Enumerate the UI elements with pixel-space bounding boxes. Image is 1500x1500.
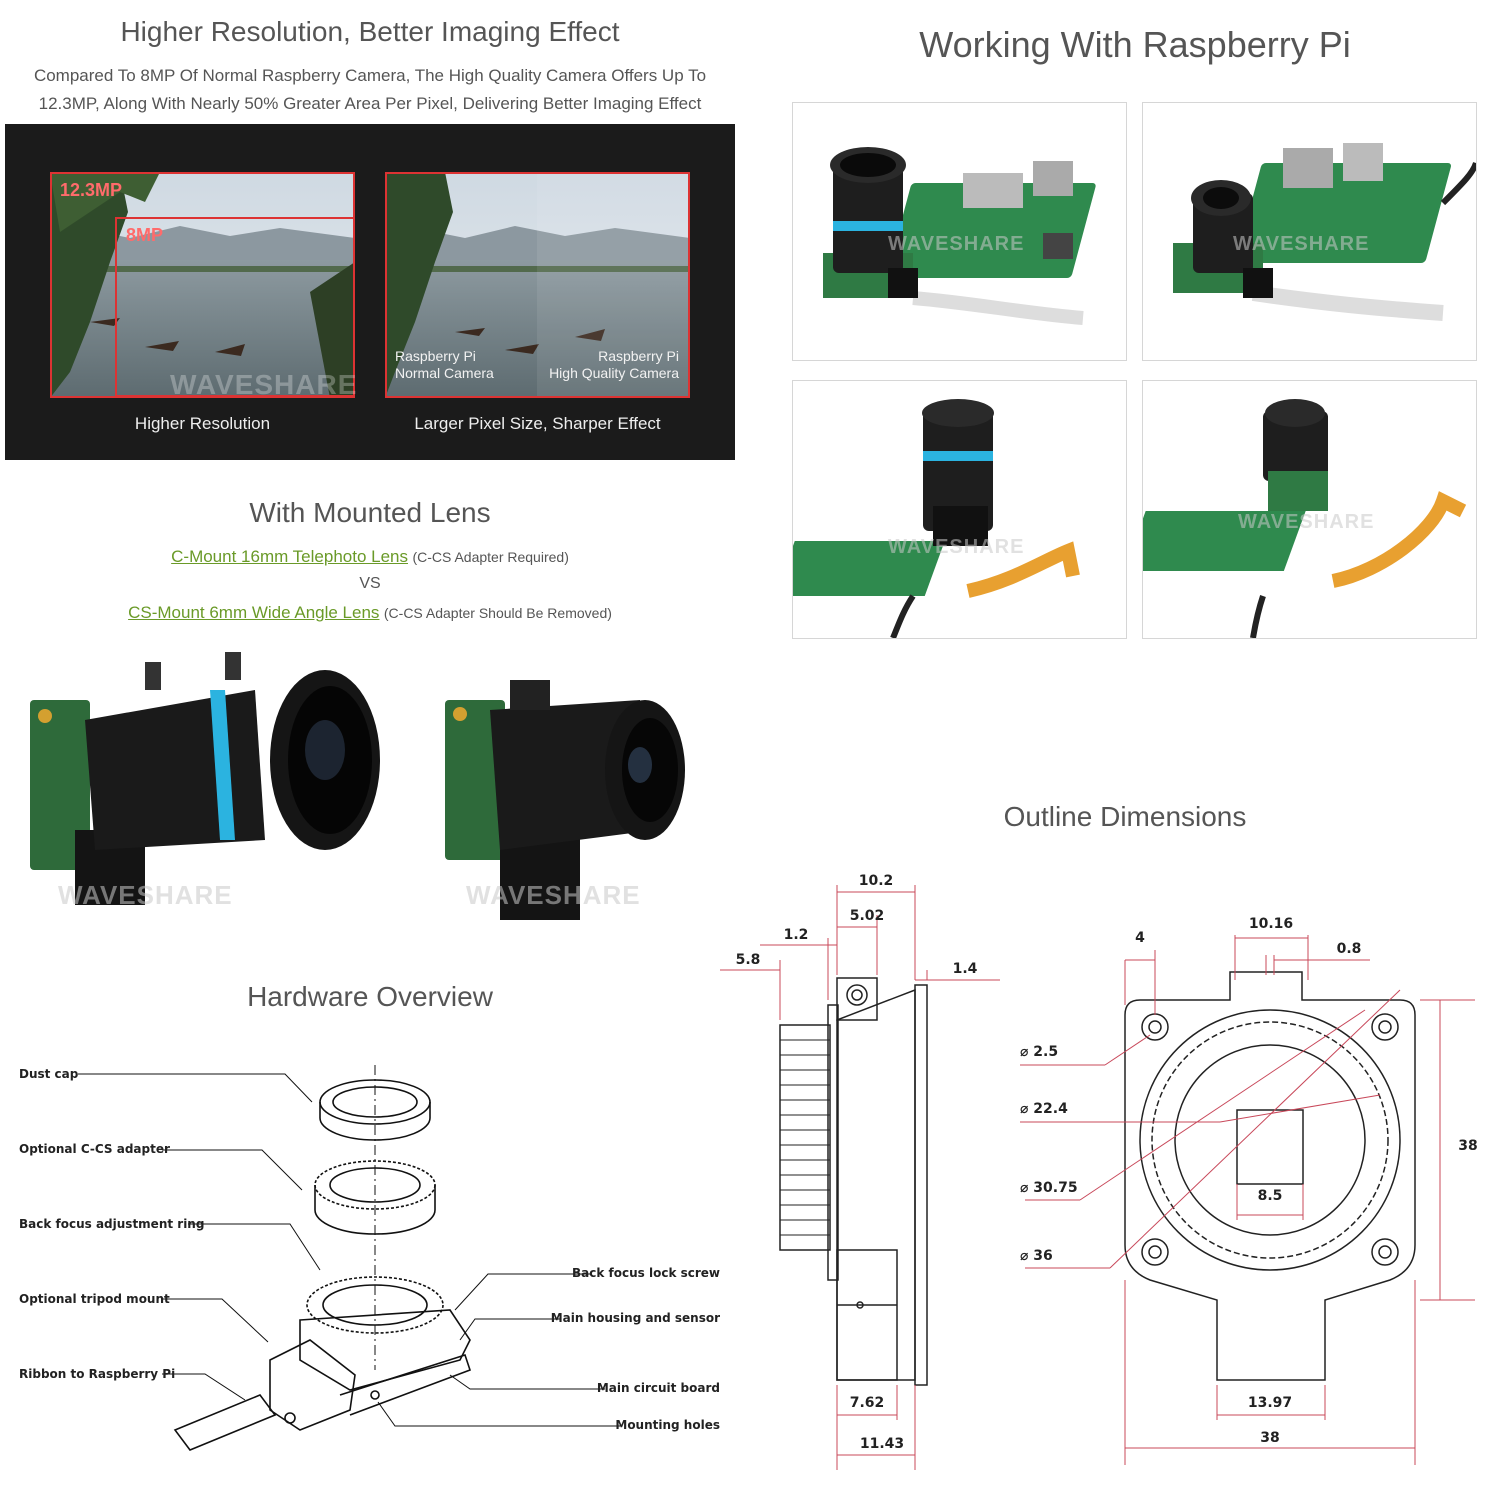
dim-front-d2-5: ⌀ 2.5 [1020, 1044, 1058, 1060]
watermark: WAVESHARE [58, 880, 233, 910]
dim-front-d30-75: ⌀ 30.75 [1020, 1180, 1078, 1196]
dim-front-4: 4 [1135, 930, 1145, 946]
dim-front-0-8: 0.8 [1337, 941, 1362, 957]
dim-front-13-97: 13.97 [1248, 1395, 1292, 1411]
watermark: WAVESHARE [466, 880, 641, 910]
normal-camera-label-2: Normal Camera [395, 365, 494, 381]
dim-front-38-width: 38 [1260, 1430, 1279, 1446]
dim-side-10-2: 10.2 [859, 873, 894, 889]
label-back-focus-ring: Back focus adjustment ring [19, 1217, 205, 1231]
note-c-cs-removed: (C-CS Adapter Should Be Removed) [383, 605, 612, 621]
lens-option-1: C-Mount 16mm Telephoto Lens (C-CS Adapte… [5, 547, 735, 567]
dim-front-10-16: 10.16 [1249, 916, 1293, 932]
label-back-focus-lock-screw: Back focus lock screw [572, 1266, 720, 1280]
link-cs-mount-6mm[interactable]: CS-Mount 6mm Wide Angle Lens [128, 603, 380, 622]
normal-camera-label-1: Raspberry Pi [395, 348, 476, 364]
watermark: WAVESHARE [888, 233, 1025, 255]
label-main-housing: Main housing and sensor [550, 1311, 720, 1325]
dim-side-7-62: 7.62 [850, 1395, 885, 1411]
watermark: WAVESHARE [170, 369, 358, 400]
link-c-mount-16mm[interactable]: C-Mount 16mm Telephoto Lens [171, 547, 408, 566]
note-c-cs-required: (C-CS Adapter Required) [412, 549, 569, 565]
wideangle-lens-photo [445, 680, 685, 920]
tag-12-3mp: 12.3MP [60, 180, 123, 200]
caption-higher-resolution: Higher Resolution [134, 414, 271, 433]
hq-camera-label-1: Raspberry Pi [598, 348, 679, 364]
dim-side-5-02: 5.02 [850, 908, 885, 924]
resolution-desc-line1: Compared To 8MP Of Normal Raspberry Came… [33, 66, 707, 85]
label-optional-c-cs-adapter: Optional C-CS adapter [19, 1142, 170, 1156]
dim-side-1-4: 1.4 [953, 961, 978, 977]
watermark: WAVESHARE [888, 536, 1025, 558]
photo-hq-wideangle-pizero: WAVESHARE [1142, 380, 1477, 639]
watermark: WAVESHARE [1238, 511, 1375, 533]
resolution-title: Higher Resolution, Better Imaging Effect [120, 16, 620, 47]
lens-title: With Mounted Lens [249, 497, 491, 528]
dim-side-5-8: 5.8 [736, 952, 761, 968]
watermark: WAVESHARE [1233, 233, 1370, 255]
label-dust-cap: Dust cap [19, 1067, 79, 1081]
resolution-banner: 12.3MP 8MP Raspberry Pi Normal Camera Ra… [5, 124, 735, 460]
dim-front-d36: ⌀ 36 [1020, 1248, 1053, 1264]
resolution-desc-line2: 12.3MP, Along With Nearly 50% Greater Ar… [38, 94, 702, 113]
tag-8mp: 8MP [126, 225, 164, 245]
lake-photo-left [50, 172, 355, 398]
dimensions-title: Outline Dimensions [1003, 801, 1247, 832]
label-tripod-mount: Optional tripod mount [19, 1292, 170, 1306]
dim-front-38-height: 38 [1458, 1138, 1477, 1154]
telephoto-lens-photo [30, 652, 380, 905]
photo-hq-telephoto-pizero: WAVESHARE [792, 380, 1127, 639]
lens-vs: VS [359, 575, 381, 592]
exploded-diagram [78, 1065, 620, 1451]
label-ribbon: Ribbon to Raspberry Pi [19, 1367, 176, 1381]
dim-front-d22-4: ⌀ 22.4 [1020, 1101, 1068, 1117]
photo-hq-telephoto-pi4: WAVESHARE [792, 102, 1127, 361]
label-main-circuit-board: Main circuit board [596, 1381, 720, 1395]
label-mounting-holes: Mounting holes [615, 1418, 720, 1432]
caption-larger-pixel: Larger Pixel Size, Sharper Effect [414, 414, 661, 433]
dim-side-1-2: 1.2 [784, 927, 809, 943]
hardware-title: Hardware Overview [247, 981, 493, 1012]
lake-photo-right [385, 172, 690, 398]
dim-side-11-43: 11.43 [860, 1436, 904, 1452]
photo-hq-wideangle-pi4: WAVESHARE [1142, 102, 1477, 361]
working-title: Working With Raspberry Pi [919, 24, 1351, 65]
dimension-drawing: 10.2 5.02 1.2 5.8 1.4 7.62 11.43 4 10.16… [720, 873, 1478, 1470]
lens-option-2: CS-Mount 6mm Wide Angle Lens (C-CS Adapt… [5, 603, 735, 623]
hq-camera-label-2: High Quality Camera [549, 365, 679, 381]
dim-front-8-5: 8.5 [1258, 1188, 1283, 1204]
